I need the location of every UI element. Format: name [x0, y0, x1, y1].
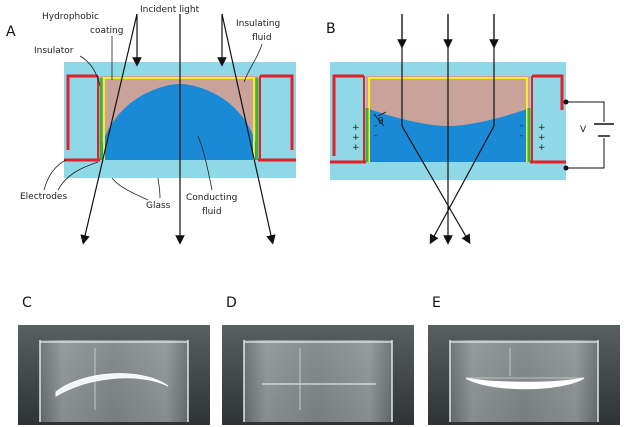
photo-d-tube — [244, 340, 392, 422]
terminal-bottom — [563, 165, 569, 171]
label-conducting-line1: Conducting — [186, 193, 237, 203]
panel-c-label: C — [22, 295, 32, 311]
panel-d-label: D — [226, 295, 237, 311]
panel-a-diagram: A Hydrophobic coating — [6, 5, 296, 245]
charge-signs-left-3: + — [352, 143, 360, 153]
label-glass: Glass — [146, 201, 171, 211]
electrode-right-a — [260, 74, 294, 150]
voltage-label: V — [580, 125, 587, 135]
label-conducting-line2: fluid — [202, 207, 222, 217]
neg-signs-right-2: - — [520, 131, 523, 141]
leader-glass-1 — [111, 177, 149, 201]
photo-panel-d: D — [222, 295, 414, 425]
charge-signs-left: + — [352, 123, 360, 133]
terminal-top — [563, 99, 569, 105]
electrode-right-b — [532, 74, 564, 110]
leader-insulator — [79, 55, 101, 87]
charge-signs-right-2: + — [538, 133, 546, 143]
neg-signs-left-2: - — [374, 131, 377, 141]
photo-panel-c: C — [18, 295, 210, 425]
theta-symbol: θ — [378, 117, 384, 127]
label-incident-light: Incident light — [140, 5, 200, 15]
voltage-wire-bottom — [566, 138, 605, 169]
left-wall-b — [330, 76, 366, 162]
label-insulating-line2: fluid — [252, 33, 272, 43]
right-wall-b — [530, 76, 566, 162]
charge-signs-right: + — [538, 123, 546, 133]
charge-signs-right-3: + — [538, 143, 546, 153]
left-wall-a — [64, 76, 100, 160]
panel-e-label: E — [432, 295, 441, 311]
panel-a-label: A — [6, 24, 16, 40]
neg-signs-left: - — [374, 121, 377, 131]
leader-glass-2 — [157, 177, 161, 199]
contact-angle-marker — [373, 111, 387, 127]
light-ray-a-1 — [80, 13, 138, 245]
voltage-wire-top — [566, 101, 605, 122]
light-ray-b-1b — [401, 125, 471, 245]
leader-electrodes-2 — [57, 161, 99, 191]
label-hydrophobic-line2: coating — [90, 26, 123, 36]
label-insulator: Insulator — [34, 46, 74, 56]
photo-c-tube — [40, 340, 188, 422]
leader-electrodes-1 — [43, 159, 67, 191]
leader-conducting — [197, 135, 213, 191]
right-wall-a — [258, 76, 296, 160]
charge-signs-left-2: + — [352, 133, 360, 143]
panel-b-label: B — [326, 21, 336, 37]
panel-b-diagram: B + + + + + + - - - - θ — [326, 14, 614, 245]
hydrophobic-coating-a — [103, 77, 255, 160]
electrode-left-a — [66, 74, 98, 150]
electrode-left-b — [332, 74, 364, 156]
photo-panel-e: E — [428, 295, 620, 425]
leader-insulating — [243, 43, 263, 83]
label-insulating-line1: Insulating — [236, 19, 280, 29]
neg-signs-right: - — [520, 121, 523, 131]
label-electrodes: Electrodes — [20, 192, 67, 202]
label-hydrophobic-line1: Hydrophobic — [42, 12, 99, 22]
photo-c-meniscus — [55, 373, 169, 397]
conducting-drop-a — [100, 84, 258, 160]
light-ray-a-3 — [221, 13, 276, 245]
light-ray-b-3b — [429, 125, 495, 245]
